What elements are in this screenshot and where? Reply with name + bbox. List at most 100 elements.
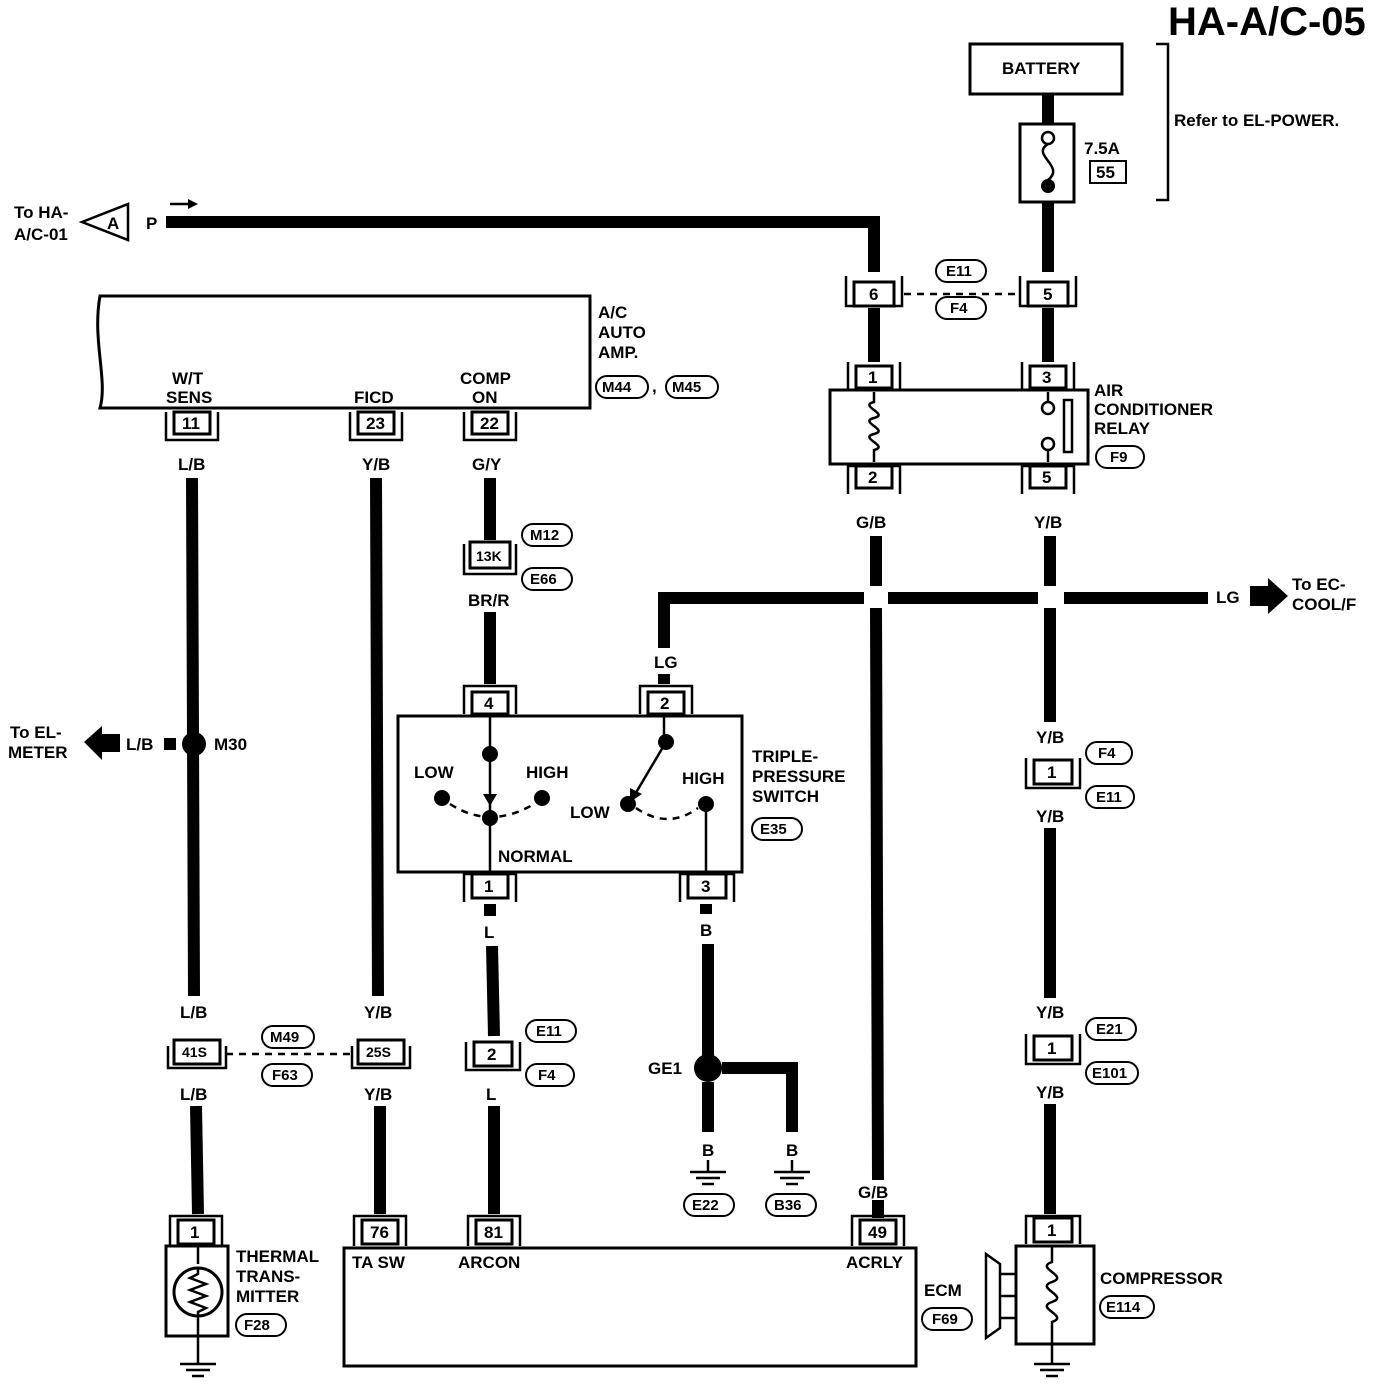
svg-text:81: 81 — [484, 1223, 503, 1242]
conn-id-e11-a-box — [935, 259, 987, 283]
wire-color-brr: BR/R — [468, 591, 510, 610]
amp-conn2: M45 — [672, 379, 701, 396]
conn-id-m12: M12 — [530, 527, 559, 544]
amp-pin-11: 11 — [164, 410, 220, 442]
thermal-pin-1: 1 — [168, 1214, 224, 1246]
page-id: HA-A/C-05 — [1168, 0, 1366, 44]
relay-coil — [868, 392, 880, 462]
connector-yb-1: 1 — [1024, 758, 1082, 790]
amp-conn1: M44 — [602, 379, 632, 396]
switch-label-high1: HIGH — [526, 763, 569, 782]
thermal-name-3: MITTER — [236, 1287, 299, 1306]
ground-symbol-compressor — [1034, 1362, 1070, 1378]
wire-p-top — [166, 216, 880, 272]
svg-text:76: 76 — [370, 1223, 389, 1242]
switch-arc-2 — [635, 806, 699, 821]
switch-conn-box — [751, 817, 803, 841]
offpage-to-ha-2: A/C-01 — [14, 225, 68, 244]
conn-id-f63-box — [261, 1063, 313, 1087]
fuse-terminal-top — [1040, 130, 1056, 146]
ground-symbol-e22 — [690, 1160, 726, 1186]
conn-id-f63: F63 — [272, 1067, 298, 1084]
switch-pin-3: 3 — [678, 872, 736, 902]
connector-l-2: 2 — [464, 1040, 522, 1072]
conn-id-f4-a: F4 — [950, 300, 968, 317]
relay-pin-5: 5 — [1020, 464, 1076, 494]
wire-color-lg-right: LG — [1216, 588, 1240, 607]
switch-dot-low2 — [620, 796, 636, 812]
conn-id-e101-box — [1085, 1061, 1139, 1085]
ecm-conn: F69 — [932, 1311, 958, 1328]
switch-dot-high1 — [534, 790, 550, 806]
amp-conn1-box — [595, 375, 649, 399]
switch-body — [396, 714, 744, 874]
offpage-to-el-2: METER — [8, 743, 68, 762]
switch-name-2: PRESSURE — [752, 767, 846, 786]
wire-color-l-bottom: L — [486, 1085, 496, 1104]
wire-color-p-relay: P — [868, 325, 879, 344]
ground-joint-ge1-label: GE1 — [648, 1059, 682, 1078]
wire-color-r-relay: R — [1042, 325, 1054, 344]
wire-color-yb-f4: Y/B — [1036, 728, 1064, 747]
offpage-arrow-ec — [1250, 578, 1288, 614]
switch-pin-4: 4 — [462, 684, 518, 716]
svg-text:1: 1 — [190, 1223, 199, 1242]
ecm-pin-label-acrly: ACRLY — [846, 1253, 904, 1272]
switch-pin-1: 1 — [462, 872, 518, 902]
svg-text:5: 5 — [1042, 468, 1051, 487]
wire-color-p-left: P — [146, 214, 157, 233]
ecm-pin-81: 81 — [466, 1214, 522, 1246]
amp-name-1: A/C — [598, 303, 627, 322]
conn-id-e22-box — [683, 1193, 735, 1217]
conn-id-e101: E101 — [1092, 1065, 1127, 1082]
amp-name-3: AMP. — [598, 343, 638, 362]
svg-text:1: 1 — [1047, 763, 1056, 782]
conn-id-e66: E66 — [530, 571, 557, 588]
offpage-arrow-a — [78, 202, 130, 242]
connector-6: 6 — [844, 276, 904, 308]
wire-color-b-e22: B — [702, 1141, 714, 1160]
svg-text:13K: 13K — [476, 548, 502, 564]
amp-pin-23: 23 — [348, 410, 404, 442]
switch-conn: E35 — [760, 821, 787, 838]
svg-text:1: 1 — [484, 877, 493, 896]
wire-color-gb-bottom: G/B — [858, 1183, 888, 1202]
wire-color-lg-switch: LG — [654, 653, 678, 672]
thermal-name-2: TRANS- — [236, 1267, 300, 1286]
switch-dot-low1 — [434, 790, 450, 806]
connector-yb-2: 1 — [1024, 1034, 1082, 1066]
conn-id-m12-box — [521, 523, 573, 547]
wire-color-l-top: L — [484, 923, 494, 942]
switch-label-normal: NORMAL — [498, 847, 573, 866]
wire-color-yb-ficd-joint: Y/B — [364, 1003, 392, 1022]
wire-color-yb-ficd: Y/B — [362, 455, 390, 474]
switch-label-low2: LOW — [570, 803, 611, 822]
relay-name-1: AIR — [1094, 381, 1123, 400]
ground-joint-ge1 — [694, 1054, 722, 1082]
compressor-name: COMPRESSOR — [1100, 1269, 1223, 1288]
joint-m30 — [182, 732, 206, 756]
amp-pin-22: 22 — [462, 410, 518, 442]
switch-arrow-4 — [483, 794, 497, 806]
joint-m30-stub — [164, 738, 176, 750]
conn-id-e11-b: E11 — [1096, 789, 1122, 806]
offpage-to-el-1: To EL- — [10, 723, 62, 742]
fuse-number-box — [1089, 160, 1127, 184]
wire-color-lb-top: L/B — [178, 455, 205, 474]
switch-dot-4 — [482, 746, 498, 762]
amp-pin-label-wt-1: W/T — [172, 369, 204, 388]
offpage-arrow-el — [84, 726, 120, 760]
relay-armature — [1062, 398, 1074, 454]
conn-id-e22: E22 — [692, 1197, 719, 1214]
ecm-conn-box — [921, 1307, 973, 1331]
conn-id-f4-a-box — [935, 296, 987, 320]
power-bracket — [1156, 42, 1170, 202]
switch-label-low1: LOW — [414, 763, 455, 782]
svg-text:23: 23 — [366, 414, 385, 433]
svg-text:22: 22 — [480, 414, 499, 433]
joint-m30-label: M30 — [214, 735, 247, 754]
wire-color-yb-e21: Y/B — [1036, 1003, 1064, 1022]
ecm-name: ECM — [924, 1281, 962, 1300]
offpage-to-ha-1: To HA- — [14, 203, 68, 222]
svg-text:1: 1 — [1047, 1221, 1056, 1240]
